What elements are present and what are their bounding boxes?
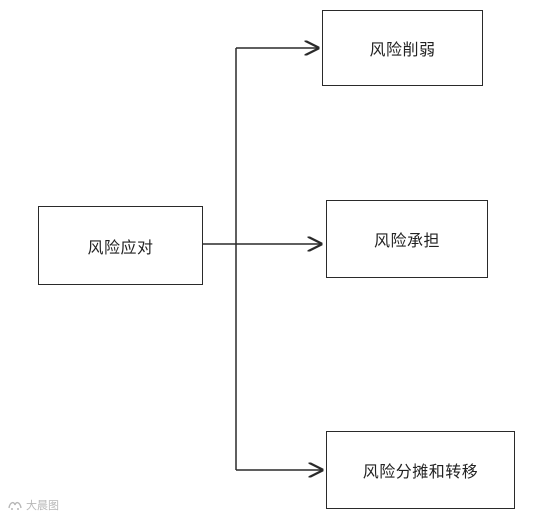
watermark: 大晨图 xyxy=(8,497,59,513)
watermark-logo-icon xyxy=(8,501,22,510)
risk-sharing-transfer-label: 风险分摊和转移 xyxy=(362,462,479,481)
risk-response-label: 风险应对 xyxy=(87,237,154,257)
risk-reduction-label: 风险削弱 xyxy=(369,40,436,59)
risk-response-box: 风险应对 xyxy=(38,206,203,285)
risk-sharing-transfer-box: 风险分摊和转移 xyxy=(326,431,515,509)
risk-acceptance-box: 风险承担 xyxy=(326,200,488,278)
risk-acceptance-label: 风险承担 xyxy=(373,231,440,250)
risk-reduction-box: 风险削弱 xyxy=(322,10,483,86)
watermark-text: 大晨图 xyxy=(26,499,59,512)
